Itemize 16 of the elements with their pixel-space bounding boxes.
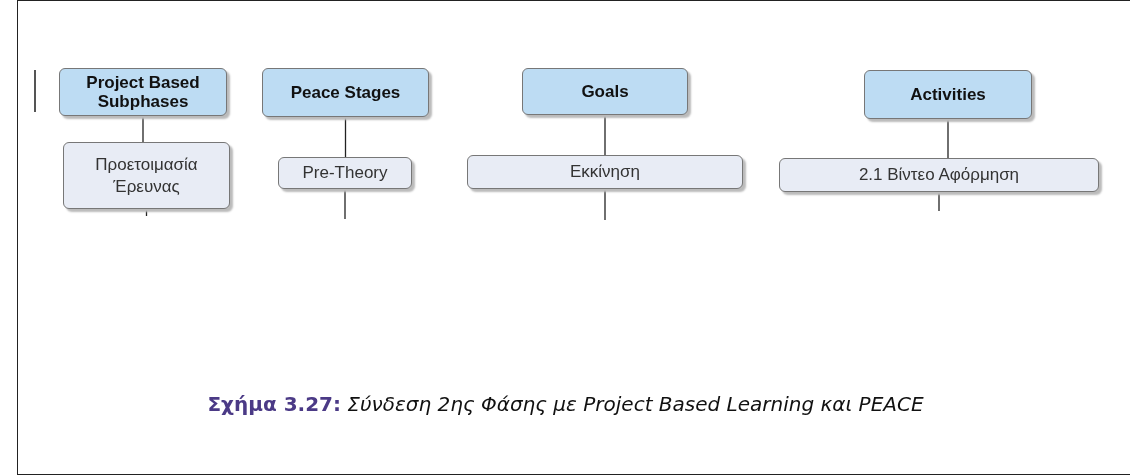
figure-caption: Σχήμα 3.27: Σύνδεση 2ης Φάσης με Project Based Learning και PEACE bbox=[206, 392, 925, 416]
header-box: Project Based Subphases bbox=[59, 68, 227, 116]
connector-line bbox=[604, 188, 606, 221]
connector-line bbox=[604, 114, 606, 156]
item-box: Εκκίνηση bbox=[467, 155, 743, 189]
item-box: Pre-Theory bbox=[278, 157, 412, 189]
connector-line bbox=[142, 115, 144, 143]
connector-line bbox=[344, 116, 347, 158]
item-box: Προετοιμασία Έρευνας bbox=[63, 142, 230, 209]
connector-line bbox=[344, 188, 346, 220]
header-box: Goals bbox=[522, 68, 688, 115]
item-box: 2.1 Βίντεο Αφόρμηση bbox=[779, 158, 1099, 192]
connector-line bbox=[947, 118, 949, 159]
connector-line bbox=[938, 191, 940, 212]
header-box: Activities bbox=[864, 70, 1032, 119]
header-box: Peace Stages bbox=[262, 68, 429, 117]
